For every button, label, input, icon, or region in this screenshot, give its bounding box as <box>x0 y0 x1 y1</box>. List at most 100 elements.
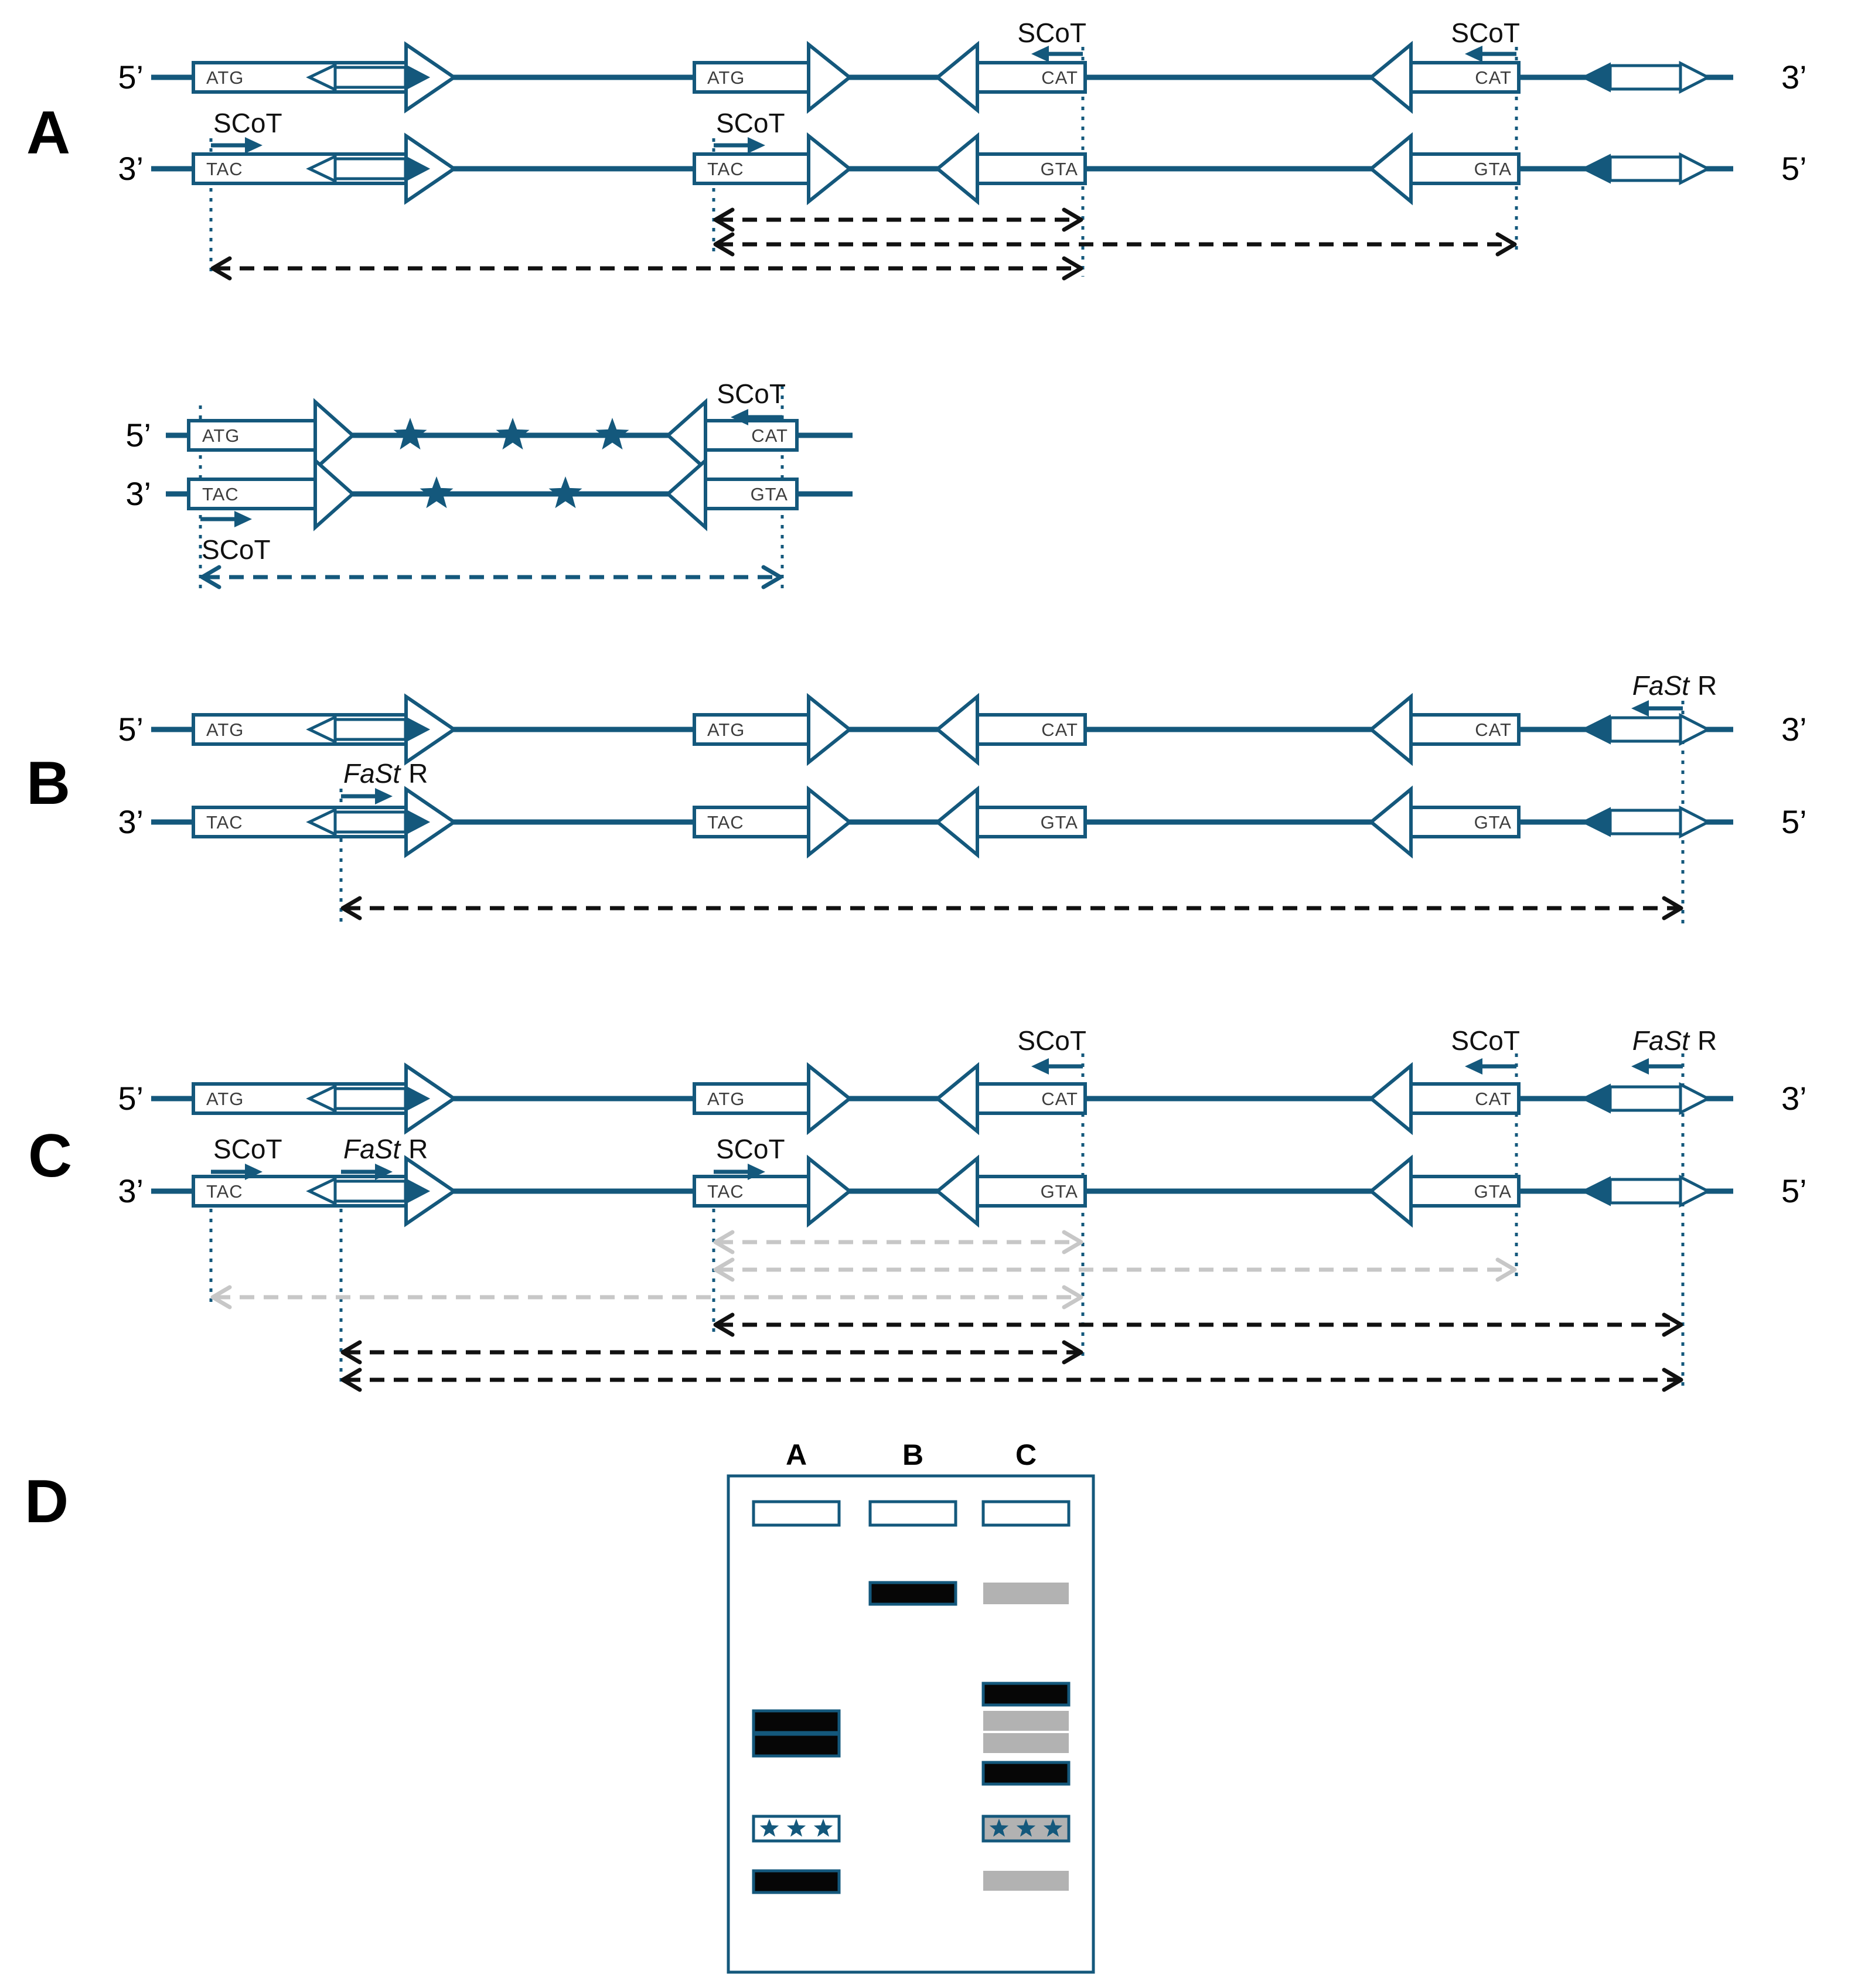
strand-end-label-left: 5’ <box>118 59 144 96</box>
fast-element-terminal <box>1580 712 1712 746</box>
gene-gene_start_top-2-arrowhead <box>807 40 853 114</box>
primer-label-scot: SCoT <box>213 108 282 138</box>
primer-arrowhead <box>234 511 252 527</box>
arrowhead-right-icon <box>1062 1285 1083 1310</box>
gene-gene_end_top-1-body <box>976 1082 1087 1115</box>
gene-gene_end_top-1-body <box>976 713 1087 746</box>
open-right-arrowhead-icon <box>1679 1082 1712 1116</box>
gene-gene_start_top-2-body <box>693 61 810 94</box>
primer-label-scot: SCoT <box>213 1134 282 1164</box>
gene-label: GTA <box>1041 812 1078 833</box>
gene-label: ATG <box>707 67 745 88</box>
open-right-arrowhead-icon <box>1679 712 1712 746</box>
primer-arrowhead <box>731 409 748 425</box>
gene-label: ATG <box>707 1089 745 1109</box>
arrowhead-left-icon <box>340 1340 362 1365</box>
fast-element-terminal <box>1580 60 1712 94</box>
star-icon <box>496 418 530 450</box>
arrowhead-right-icon <box>1662 1368 1683 1392</box>
gene-label: CAT <box>1475 720 1512 740</box>
arrowhead-left-icon <box>713 232 735 257</box>
primer-label-r: R <box>408 758 428 789</box>
panel-label-b: B <box>26 749 70 817</box>
gene-gene_end_top-1-arrowhead <box>935 693 979 766</box>
element-body <box>333 810 407 834</box>
primer-arrowhead <box>1031 1058 1049 1075</box>
amplicon-double-arrow <box>713 1312 1683 1337</box>
gene-label: ATG <box>707 720 745 740</box>
strand-end-label-right: 5’ <box>1781 1172 1807 1209</box>
filled-left-arrowhead-icon <box>1580 1083 1611 1114</box>
gene-gene_end_top-2-arrowhead <box>1368 1062 1413 1135</box>
element-body <box>333 157 407 180</box>
primer-arrow-icon <box>341 1164 393 1180</box>
filled-right-arrowhead-icon <box>405 716 431 743</box>
primer-label-fast: FaSt <box>343 758 401 789</box>
primer-label-fast: FaSt <box>343 1134 401 1164</box>
star-icon <box>393 418 427 450</box>
arrowhead-right-icon <box>1662 1312 1683 1337</box>
gene-gene_end_top-1-body <box>976 61 1087 94</box>
gene-label: TAC <box>707 159 744 179</box>
gene-label: TAC <box>206 1181 243 1202</box>
primer-arrow-icon <box>211 137 263 154</box>
gene-gene_end_bottom-1-body <box>976 152 1087 185</box>
star-icon <box>420 476 454 509</box>
primer-label-scot: SCoT <box>717 378 786 409</box>
primer-arrow-icon <box>731 409 782 425</box>
gene-gene_end_top-2-body <box>1409 1082 1521 1115</box>
primer-arrowhead <box>375 1164 393 1180</box>
gene-gene_end_top-2-arrowhead <box>1368 693 1413 766</box>
primer-arrow-icon <box>1031 46 1083 62</box>
gel-well <box>868 1500 957 1527</box>
primer-arrowhead <box>245 1164 263 1180</box>
filled-left-arrowhead-icon <box>1580 807 1611 837</box>
fast-element-internal <box>306 1084 431 1113</box>
strand-end-label-left: 5’ <box>118 711 144 748</box>
primer-arrow-icon <box>341 788 393 804</box>
element-body <box>1608 1178 1682 1205</box>
arrowhead-right-icon <box>1062 207 1083 232</box>
filled-right-arrowhead-icon <box>405 1178 431 1205</box>
primer-arrow-icon <box>211 1164 263 1180</box>
primer-scot: SCoT <box>1017 1025 1086 1075</box>
gene-gene_start_top-2-arrowhead <box>807 1062 853 1135</box>
gel-band-with-stars <box>981 1815 1071 1843</box>
strand-end-label-left: 3’ <box>118 150 144 187</box>
primer-label-r: R <box>1697 1025 1717 1056</box>
primer-scot: SCoT <box>200 511 271 565</box>
gene-label: TAC <box>707 812 744 833</box>
fast-element-internal <box>306 807 431 837</box>
gel-band-black <box>752 1869 841 1894</box>
gene-label: ATG <box>202 425 240 446</box>
gene-label: CAT <box>1041 67 1078 88</box>
filled-right-arrowhead-icon <box>405 155 431 182</box>
gene-gene_end_bottom-2-arrowhead <box>1368 132 1413 206</box>
amplicon-double-arrow <box>340 1368 1683 1392</box>
star-icon <box>1043 1819 1063 1837</box>
primer-label-scot: SCoT <box>716 108 785 138</box>
amplicon-double-arrow <box>210 256 1083 281</box>
filled-right-arrowhead-icon <box>405 64 431 91</box>
amplicon-double-arrow <box>713 207 1083 232</box>
fast-element-terminal <box>1580 152 1712 186</box>
gene-gene_end_bottom-2-arrowhead <box>1368 1154 1413 1228</box>
snp-stars <box>393 418 629 509</box>
gene-gene_start_bottom-2-arrowhead <box>807 785 853 859</box>
strand-end-label-right: 5’ <box>1781 150 1807 187</box>
primer-label-scot: SCoT <box>1451 1025 1520 1056</box>
primer-arrowhead <box>375 788 393 804</box>
gene-gene_start_top-body <box>187 419 317 452</box>
arrowhead-left-icon <box>713 1230 735 1254</box>
primer-scot: SCoT <box>717 378 786 425</box>
primer-arrow-icon <box>714 137 765 154</box>
primer-arrowhead <box>1031 46 1049 62</box>
primer-label-scot: SCoT <box>202 534 271 565</box>
